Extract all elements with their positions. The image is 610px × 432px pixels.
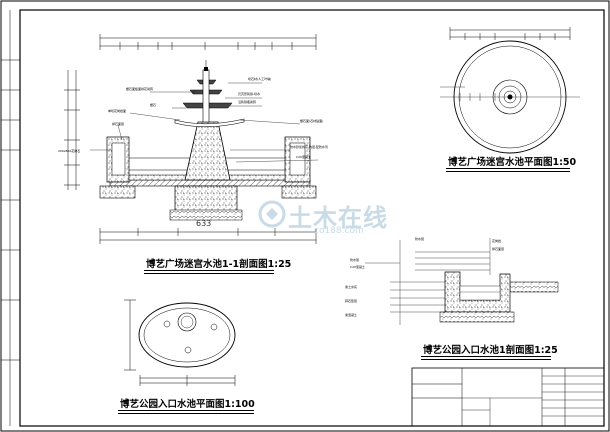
section-main-title-underline xyxy=(144,270,274,271)
section-center-label: 633 xyxy=(196,219,212,228)
section-main: 塑石面板面拼花瓷砖 塑石 单喷花岗岩面 喷石材(人工叶墙) 贝壳形铸铁-喷水 沿… xyxy=(58,34,328,244)
svg-text:单喷花岗岩面: 单喷花岗岩面 xyxy=(108,108,126,113)
svg-text:C20混凝土: C20混凝土 xyxy=(296,154,311,159)
section-main-title-underline-2 xyxy=(144,273,274,274)
svg-text:碎石垫层: 碎石垫层 xyxy=(345,298,357,303)
svg-text:素土夯实: 素土夯实 xyxy=(345,284,357,289)
plan-bottom-left-title-underline-2 xyxy=(118,413,254,414)
plan-bottom-left-title: 博艺公园入口水池平面图1:100 xyxy=(120,399,255,410)
watermark-subtext: co188.com xyxy=(314,226,364,236)
watermark-logo-icon xyxy=(258,200,286,228)
section-bottom-right-title-underline xyxy=(421,356,551,357)
svg-text:卵石面层: 卵石面层 xyxy=(112,121,124,126)
section-bottom-right-title-underline-2 xyxy=(421,359,551,360)
svg-text:喷石材(人工叶墙): 喷石材(人工叶墙) xyxy=(248,76,271,81)
svg-text:沿铸铁瓶瓷砖: 沿铸铁瓶瓷砖 xyxy=(238,99,256,104)
svg-text:贝壳形铸铁-喷水: 贝壳形铸铁-喷水 xyxy=(238,91,260,96)
svg-text:防水层: 防水层 xyxy=(350,257,359,262)
svg-text:素混凝土: 素混凝土 xyxy=(345,312,357,317)
plan-top-right xyxy=(440,27,580,154)
svg-text:塑石面(石材贴面): 塑石面(石材贴面) xyxy=(300,118,323,123)
svg-text:200x800花岗石: 200x800花岗石 xyxy=(58,148,80,153)
svg-text:防水砂浆找平,内层,配防水剂: 防水砂浆找平,内层,配防水剂 xyxy=(290,144,328,149)
svg-text:塑石: 塑石 xyxy=(150,102,156,107)
svg-text:卵石面层: 卵石面层 xyxy=(492,246,504,251)
plan-top-right-title: 博艺广场迷宫水池平面图1:50 xyxy=(448,157,577,168)
svg-text:C20混凝土: C20混凝土 xyxy=(350,264,365,269)
section-bottom-right-title: 博艺公园入口水池1剖面图1:25 xyxy=(423,345,558,356)
title-block xyxy=(411,367,605,427)
section-main-title: 博艺广场迷宫水池1-1剖面图1:25 xyxy=(146,259,292,270)
watermark-text: 土木在线 xyxy=(288,204,388,232)
svg-text:防水层: 防水层 xyxy=(415,236,424,241)
plan-bottom-left xyxy=(124,299,236,386)
section-bottom-right: 防水层 花岗岩 卵石面层 防水层 C20混凝土 素土夯实 碎石垫层 素混凝土 xyxy=(345,236,559,325)
watermark: 土木在线 co188.com xyxy=(258,196,418,240)
svg-text:塑石面板面拼花瓷砖: 塑石面板面拼花瓷砖 xyxy=(126,86,153,91)
svg-text:花岗岩: 花岗岩 xyxy=(492,238,501,243)
plan-top-right-title-underline xyxy=(446,168,570,169)
plan-top-right-title-underline-2 xyxy=(446,171,570,172)
plan-bottom-left-title-underline xyxy=(118,410,254,411)
